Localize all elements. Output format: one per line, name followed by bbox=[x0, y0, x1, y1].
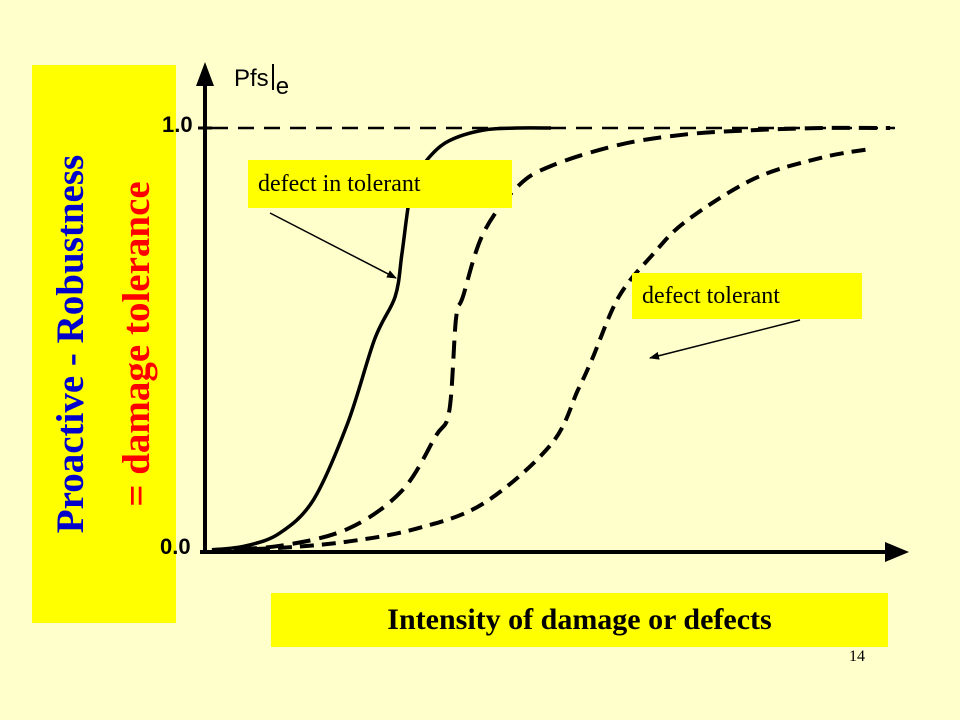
callout-defect-tolerant: defect tolerant bbox=[632, 273, 862, 319]
series-curve-solid bbox=[211, 126, 552, 552]
series-curve-dashed-mid bbox=[211, 125, 891, 552]
y-axis-title-sub: e bbox=[275, 73, 290, 100]
x-axis-arrow bbox=[885, 542, 909, 562]
x-axis-label-box bbox=[271, 593, 888, 647]
callout-arrow-tolerant bbox=[649, 319, 801, 360]
callout-arrow-intolerant bbox=[269, 212, 397, 279]
y-tick-label-0: 0.0 bbox=[160, 534, 191, 559]
y-axis-arrow bbox=[196, 62, 214, 86]
y-tick-label-1: 1.0 bbox=[162, 112, 193, 137]
series-curve-dashed-right bbox=[211, 147, 871, 552]
side-title-box bbox=[32, 65, 176, 623]
slide-number: 14 bbox=[849, 648, 865, 665]
x-axis-label: Intensity of damage or defects bbox=[387, 603, 772, 636]
y-axis-title-main: Pfs bbox=[234, 65, 269, 92]
y-axis-title-bar bbox=[271, 64, 274, 90]
callout-defect-intolerant: defect in tolerant bbox=[248, 160, 512, 208]
